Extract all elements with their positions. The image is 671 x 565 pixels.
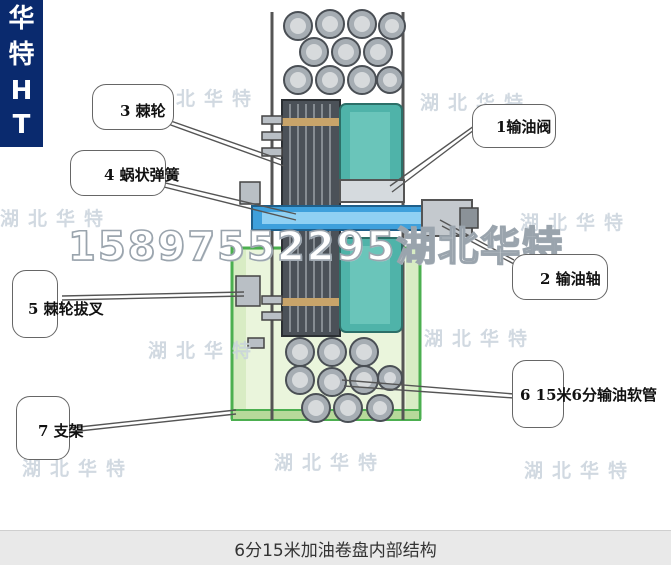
watermark: 湖北华特	[148, 340, 261, 362]
callout-box	[512, 254, 608, 300]
brand-logo: 华 特 H T	[0, 0, 43, 147]
callout-box	[472, 104, 556, 148]
watermark: 湖北华特	[424, 328, 537, 350]
label-ratchet: 3 棘轮	[120, 102, 166, 120]
diagram-stage: 华 特 H T 湖北华特 湖北华特 湖北华特 湖北华特 湖北华特 湖北华特 湖北…	[0, 0, 657, 482]
callout-box	[512, 360, 564, 428]
watermark: 湖北华特	[22, 458, 135, 480]
callout-box	[70, 150, 166, 196]
label-oil-shaft: 2 输油轴	[540, 270, 601, 288]
brand-char-2: 特	[8, 40, 35, 70]
brand-char-3: H	[10, 76, 33, 106]
caption-bar	[0, 530, 671, 565]
callout-box	[92, 84, 174, 130]
callout-box	[16, 396, 70, 460]
side-bolts	[235, 115, 283, 349]
label-hose: 6 15米6分输油软管	[520, 386, 657, 404]
label-bracket: 7 支架	[38, 422, 84, 440]
output-shaft	[251, 199, 479, 237]
callout-box	[12, 270, 58, 338]
phone-watermark: 15897552295湖北华特	[67, 223, 565, 271]
oil-valve	[339, 179, 405, 203]
figure-caption: 6分15米加油卷盘内部结构	[234, 541, 437, 561]
label-ratchet-fork: 5 棘轮拔叉	[28, 300, 104, 318]
watermark: 湖北华特	[520, 212, 633, 234]
label-spiral-spring: 4 蜗状弹簧	[104, 166, 180, 184]
brand-char-4: T	[12, 110, 31, 140]
label-oil-valve: 1输油阀	[496, 118, 552, 136]
watermark: 湖北华特	[274, 452, 387, 474]
brand-char-1: 华	[8, 4, 35, 34]
reel-drawing	[61, 9, 515, 433]
watermark: 湖北华特	[0, 208, 113, 230]
watermark: 湖北华特	[524, 460, 637, 482]
spring-drum	[339, 103, 403, 333]
